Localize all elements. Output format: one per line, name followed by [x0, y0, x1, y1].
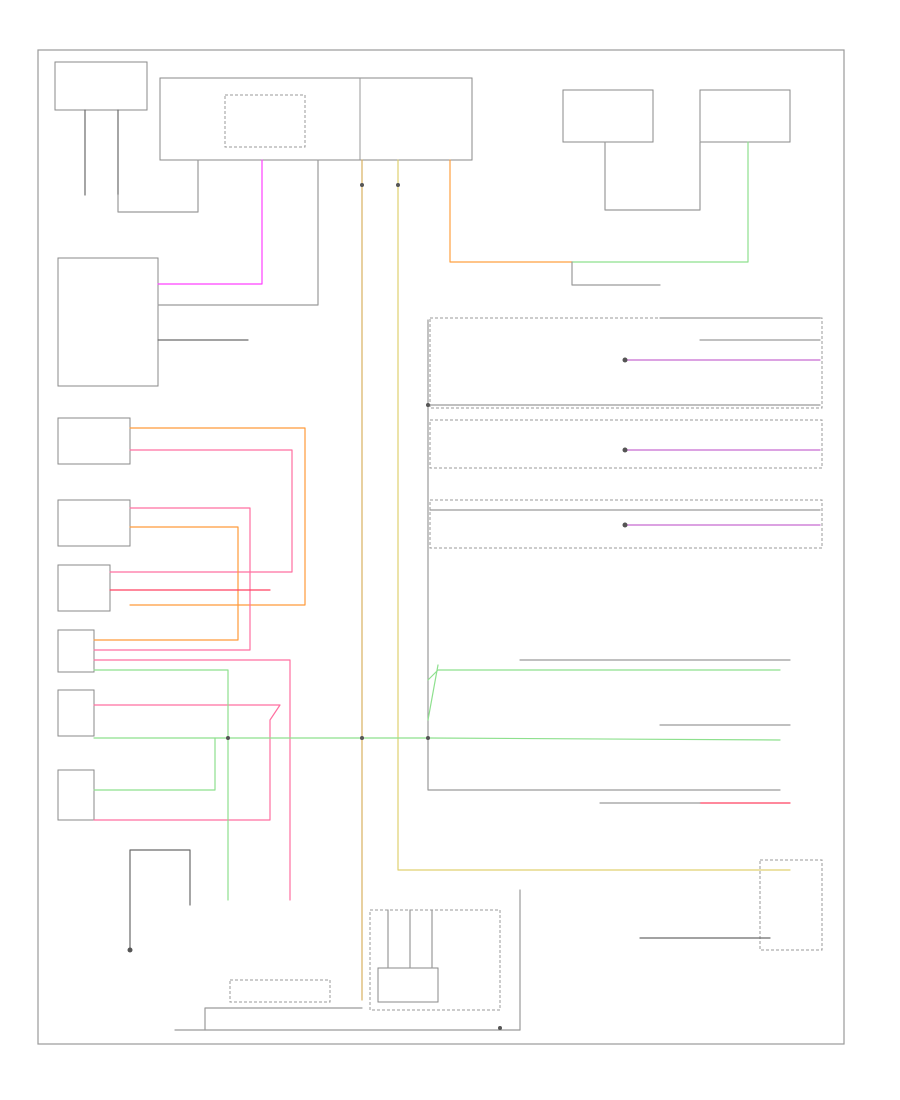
bottom-right-module: [759, 859, 823, 951]
wire-orange-left-2: [93, 526, 239, 641]
connector-dot: [360, 736, 364, 740]
wire-green-left-1: [93, 669, 229, 901]
junction-unit-2: [699, 89, 791, 143]
diagram-frame: [37, 49, 845, 1045]
wire-gray-h1: [157, 159, 319, 306]
bottom-box-1: [229, 979, 331, 1003]
connector-dot: [396, 183, 400, 187]
fuse-block: [159, 77, 473, 161]
left-switch-2: [57, 499, 131, 547]
connector-dot: [426, 403, 430, 407]
wire-green-top: [571, 141, 749, 263]
wire-pink-left-2: [93, 507, 251, 651]
wire-gray-bottom-1: [204, 1007, 363, 1031]
wire-pink-left-1: [109, 449, 293, 573]
left-lamp-1: [57, 629, 95, 673]
left-switch-4: [57, 769, 95, 821]
left-lamp-2: [57, 689, 95, 737]
wire-gray-tr-2: [571, 261, 661, 286]
right-switch-module-1: [429, 317, 823, 409]
connector-dot: [622, 447, 628, 453]
wire-black-bottom-1: [129, 849, 191, 951]
wire-pink-left-4: [93, 704, 281, 821]
wire-green-right-1: [427, 669, 781, 681]
wire-gray-tr-1: [604, 141, 701, 211]
wire-gray-center: [427, 319, 781, 791]
top-left-module: [54, 61, 148, 111]
wire-green-left-2: [93, 737, 781, 741]
wire-yellow-vertical: [397, 159, 791, 871]
connector-dot: [498, 1026, 502, 1030]
wire-magenta: [157, 159, 263, 285]
wire-orange-left-1: [129, 427, 306, 606]
steering-wheel-module: [429, 499, 823, 549]
wire-green-right-2: [427, 664, 439, 721]
connector-dot: [360, 183, 364, 187]
bottom-box-2: [369, 909, 501, 1011]
relay-box: [224, 94, 306, 148]
left-switch-3: [57, 564, 111, 612]
wire-tl-3: [117, 159, 199, 213]
connector-dot: [622, 357, 628, 363]
wire-gray-bottom-2: [387, 909, 433, 969]
junction-unit-1: [562, 89, 654, 143]
cruise-control-module: [429, 419, 823, 469]
cluster-switch-module: [57, 257, 159, 387]
left-switch-1: [57, 417, 131, 465]
bottom-box-2-inner: [377, 967, 439, 1003]
wire-green-left-3: [93, 737, 216, 791]
wire-orange-top: [449, 159, 573, 263]
connector-dot: [127, 947, 133, 953]
wire-pink-left-3: [93, 659, 291, 901]
connector-dot: [426, 736, 430, 740]
connector-dot: [226, 736, 230, 740]
connector-dot: [622, 522, 628, 528]
